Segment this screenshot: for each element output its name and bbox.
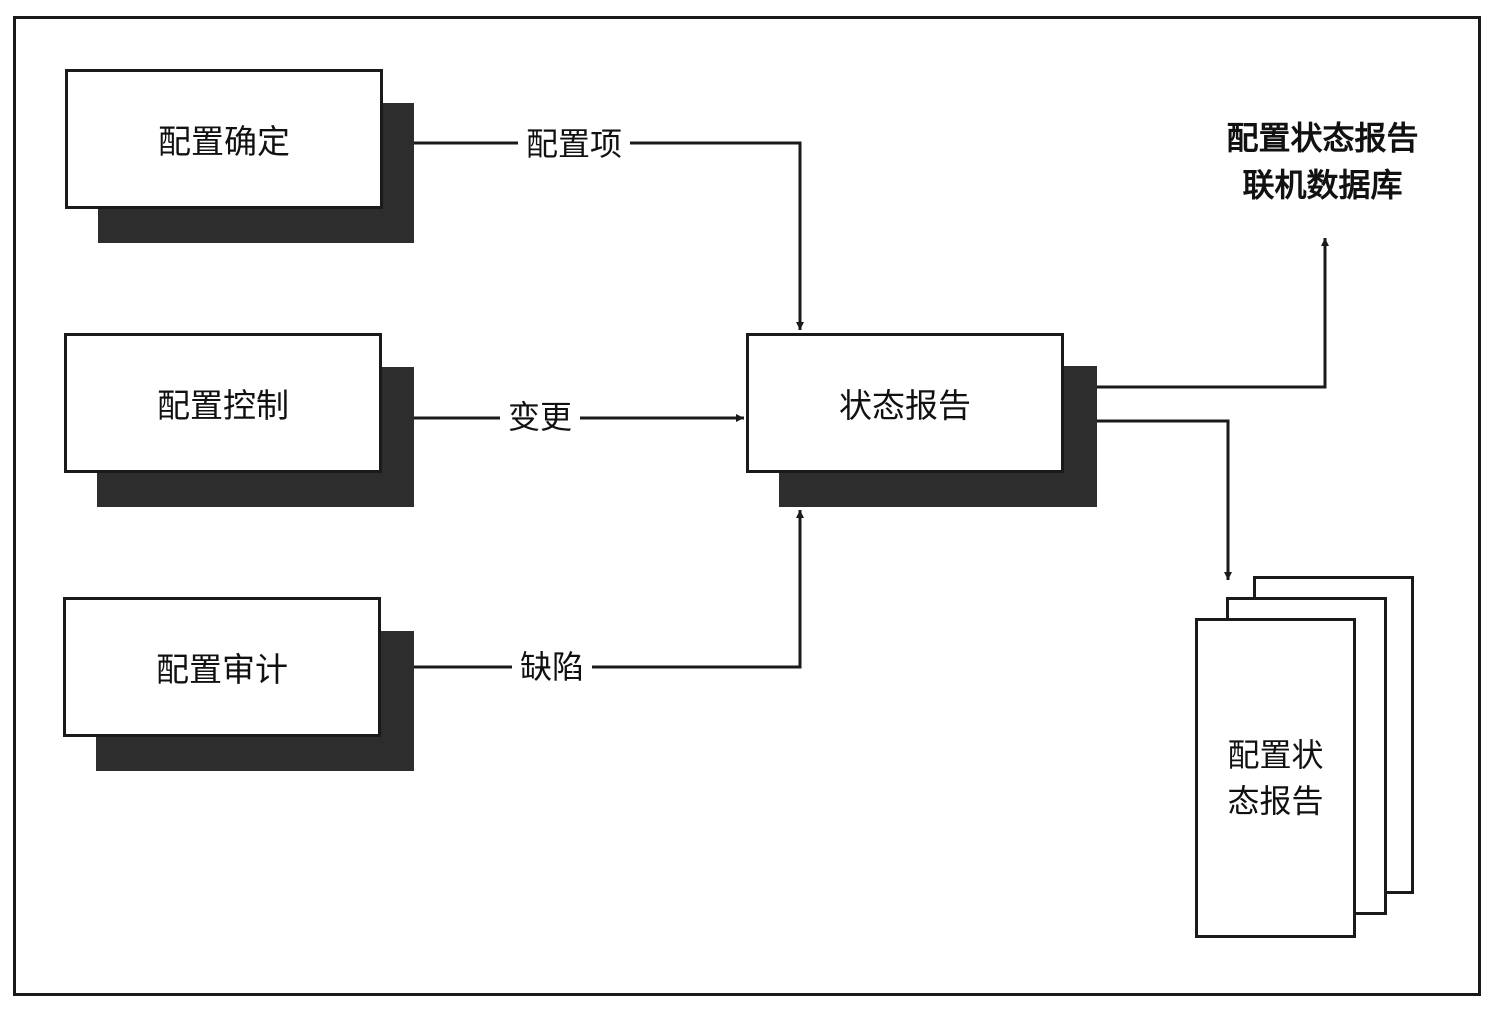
report-line-1: 配置状 bbox=[1227, 736, 1324, 774]
database-line-1: 配置状态报告 bbox=[1226, 119, 1419, 157]
edge-to-report bbox=[1097, 419, 1232, 580]
report-line-2: 态报告 bbox=[1227, 782, 1324, 820]
box-config-control: 配置控制 bbox=[64, 333, 382, 473]
box-label: 配置审计 bbox=[156, 650, 288, 689]
online-database-label: 配置状态报告 联机数据库 bbox=[1190, 115, 1455, 209]
box-label: 配置控制 bbox=[157, 386, 289, 425]
edge-to-database bbox=[1097, 238, 1329, 389]
box-label: 状态报告 bbox=[839, 386, 971, 425]
box-label: 配置确定 bbox=[158, 122, 290, 161]
box-config-audit: 配置审计 bbox=[63, 597, 381, 737]
edge-defects bbox=[414, 510, 804, 669]
edge-label-changes: 变更 bbox=[500, 397, 581, 437]
database-line-2: 联机数据库 bbox=[1242, 166, 1403, 204]
diagram-frame bbox=[13, 16, 1481, 996]
edge-config-items bbox=[414, 141, 804, 330]
box-status-report: 状态报告 bbox=[746, 333, 1064, 473]
report-page-front: 配置状 态报告 bbox=[1195, 618, 1356, 938]
edge-label-defects: 缺陷 bbox=[512, 647, 593, 687]
box-config-identification: 配置确定 bbox=[65, 69, 383, 209]
edge-label-config-items: 配置项 bbox=[518, 124, 631, 164]
